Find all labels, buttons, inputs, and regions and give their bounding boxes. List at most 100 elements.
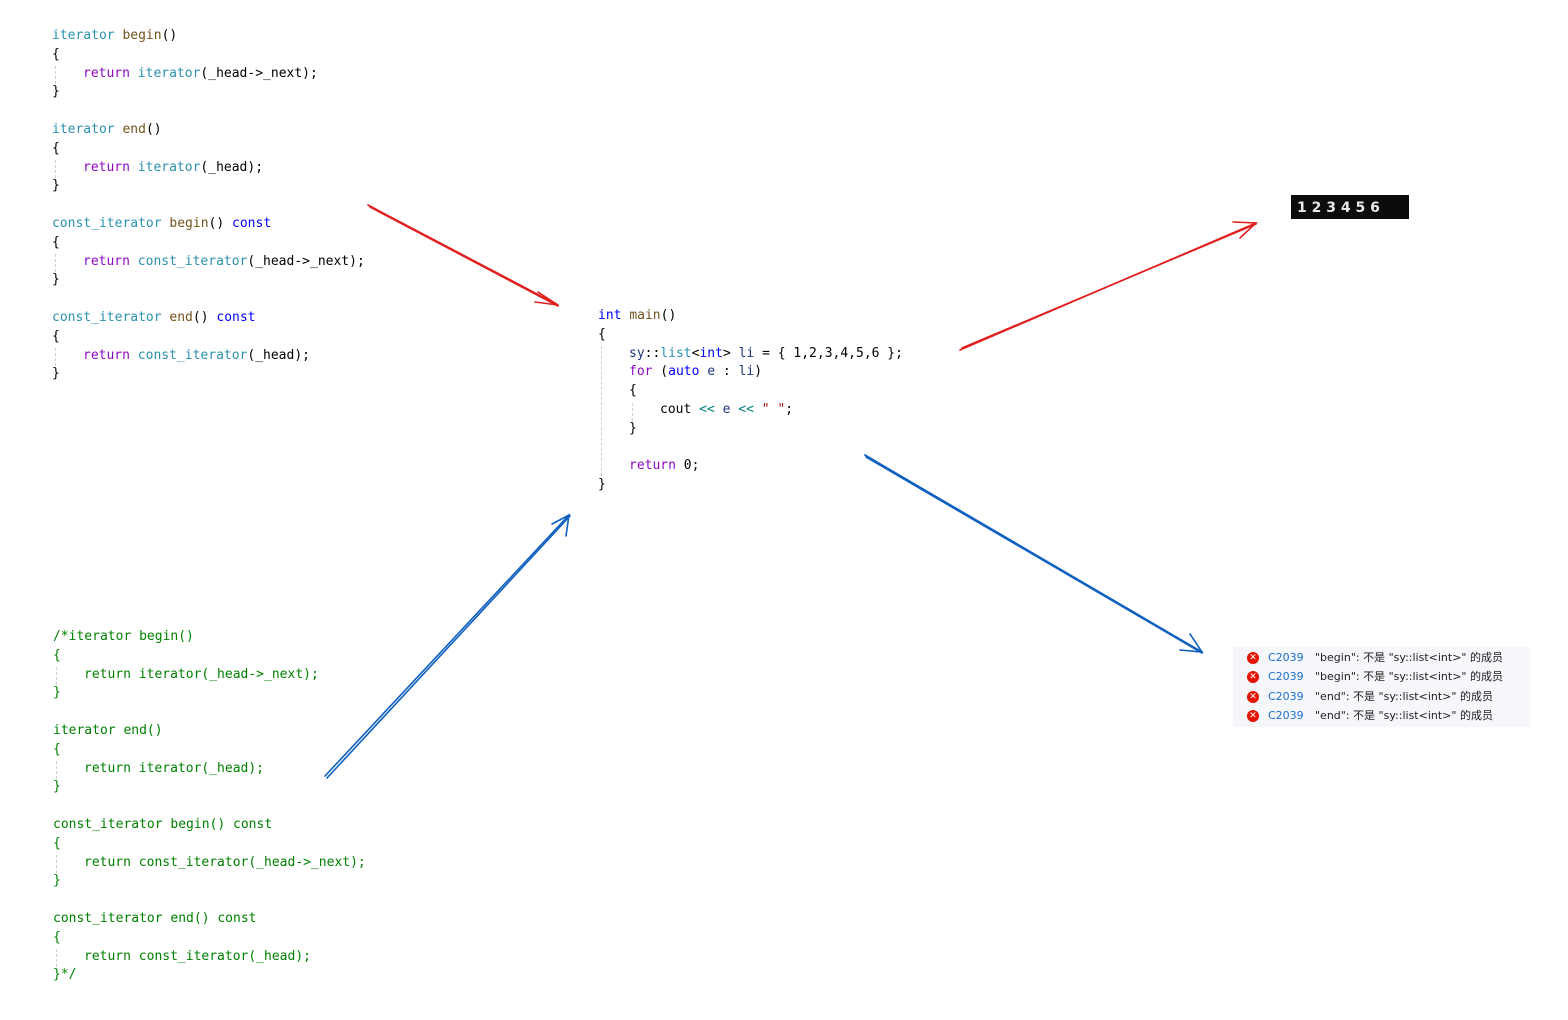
namespace-token: sy <box>629 345 645 361</box>
code-line: { <box>598 382 903 401</box>
variable-e: e <box>722 401 731 417</box>
paren-token: () <box>660 308 677 323</box>
function-name: begin <box>122 28 162 43</box>
comment-line: const_iterator end() const <box>53 910 257 926</box>
comment-line: { <box>53 647 61 663</box>
code-line: sy::list<int> li = { 1,2,3,4,5,6 }; <box>598 345 903 364</box>
code-line: } <box>52 84 60 100</box>
code-line: return const_iterator(_head); <box>52 347 365 366</box>
type-token: iterator <box>137 159 201 175</box>
comment-line: }*/ <box>53 967 77 983</box>
error-icon: ✕ <box>1247 671 1259 683</box>
type-token: const_iterator <box>137 253 248 269</box>
blue-arrow-to-errors <box>864 454 1204 654</box>
args-token: (_head); <box>200 159 264 175</box>
code-line: for (auto e : li) <box>598 363 903 382</box>
return-keyword: return <box>83 159 130 175</box>
colon-token: : <box>715 364 739 380</box>
error-code[interactable]: C2039 <box>1268 670 1304 683</box>
code-line: int main() <box>598 307 903 326</box>
comment-line: { <box>53 741 61 757</box>
variable-li: li <box>738 345 755 361</box>
error-icon: ✕ <box>1247 652 1259 664</box>
error-icon: ✕ <box>1247 710 1259 722</box>
comment-line: { <box>53 929 61 945</box>
type-token: const_iterator <box>52 309 162 325</box>
init-list: { 1,2,3,4,5,6 }; <box>777 345 903 361</box>
cout-token: cout <box>660 401 692 417</box>
code-line: return const_iterator(_head->_next); <box>52 253 365 272</box>
gt-token: > <box>722 345 731 361</box>
return-keyword: return <box>83 253 130 269</box>
code-line: { <box>52 46 60 62</box>
comment-line: return iterator(_head); <box>84 760 265 776</box>
return-value: 0; <box>683 458 700 474</box>
paren-token: () <box>192 309 217 325</box>
eq-token: = <box>754 345 778 361</box>
code-line: { <box>52 234 60 250</box>
paren-token: () <box>161 28 178 43</box>
code-line: { <box>52 328 60 344</box>
comment-line: /*iterator begin() <box>53 629 194 644</box>
function-name: begin <box>169 215 209 231</box>
comment-line: return const_iterator(_head); <box>84 948 311 964</box>
code-line: } <box>52 178 60 194</box>
code-line: const_iterator end() const <box>52 309 365 328</box>
error-code[interactable]: C2039 <box>1268 651 1304 664</box>
code-line: return iterator(_head->_next); <box>52 65 365 84</box>
args-token: (_head); <box>247 347 310 363</box>
paren-token: () <box>208 215 233 231</box>
variable-e: e <box>707 364 716 380</box>
scope-token: :: <box>644 345 661 361</box>
main-function-code: int main() { sy::list<int> li = { 1,2,3,… <box>598 307 903 495</box>
code-line: return 0; <box>598 457 903 476</box>
error-message: "begin": 不是 "sy::list<int>" 的成员 <box>1315 651 1503 664</box>
return-keyword: return <box>629 458 676 474</box>
paren-token: () <box>145 121 162 137</box>
code-line: cout << e << " "; <box>598 401 903 420</box>
error-list: ✕ C2039 "begin": 不是 "sy::list<int>" 的成员 … <box>1233 647 1530 727</box>
semicolon-token: ; <box>785 401 794 417</box>
code-line: } <box>52 272 60 288</box>
comment-line: return iterator(_head->_next); <box>84 666 319 682</box>
for-keyword: for <box>629 364 653 380</box>
comment-line: } <box>53 873 61 889</box>
error-message: "begin": 不是 "sy::list<int>" 的成员 <box>1315 670 1503 683</box>
paren-token: ) <box>754 364 763 380</box>
type-token: const_iterator <box>52 215 162 231</box>
paren-token: ( <box>652 364 669 380</box>
const-keyword: const <box>232 215 272 231</box>
const-keyword: const <box>216 309 256 325</box>
comment-line: { <box>53 835 61 851</box>
int-keyword: int <box>598 308 622 323</box>
error-code[interactable]: C2039 <box>1268 690 1304 703</box>
code-line: iterator end() <box>52 121 365 140</box>
return-keyword: return <box>83 347 130 363</box>
brace-token: { <box>629 383 637 399</box>
code-line: { <box>598 326 606 342</box>
commented-code: /*iterator begin() { return iterator(_he… <box>53 628 366 985</box>
iterator-functions-code: iterator begin() { return iterator(_head… <box>52 27 365 384</box>
code-line: } <box>598 477 606 493</box>
error-code[interactable]: C2039 <box>1268 709 1304 722</box>
comment-line: iterator end() <box>53 722 163 738</box>
function-name: main <box>629 308 661 323</box>
shift-operator: << <box>691 401 723 417</box>
type-token: iterator <box>52 28 115 43</box>
lt-token: < <box>691 345 700 361</box>
comment-line: const_iterator begin() const <box>53 816 273 832</box>
shift-operator: << <box>730 401 762 417</box>
error-message: "end": 不是 "sy::list<int>" 的成员 <box>1315 690 1493 703</box>
string-literal: " " <box>761 401 786 417</box>
args-token: (_head->_next); <box>200 65 318 81</box>
blue-arrow-to-main <box>324 513 571 779</box>
console-output: 1 2 3 4 5 6 <box>1291 195 1409 219</box>
function-name: end <box>169 309 193 325</box>
comment-line: return const_iterator(_head->_next); <box>84 854 366 870</box>
return-keyword: return <box>83 65 130 81</box>
code-line: return iterator(_head); <box>52 159 365 178</box>
error-icon: ✕ <box>1247 691 1259 703</box>
type-token: const_iterator <box>137 347 248 363</box>
comment-line: } <box>53 779 61 795</box>
